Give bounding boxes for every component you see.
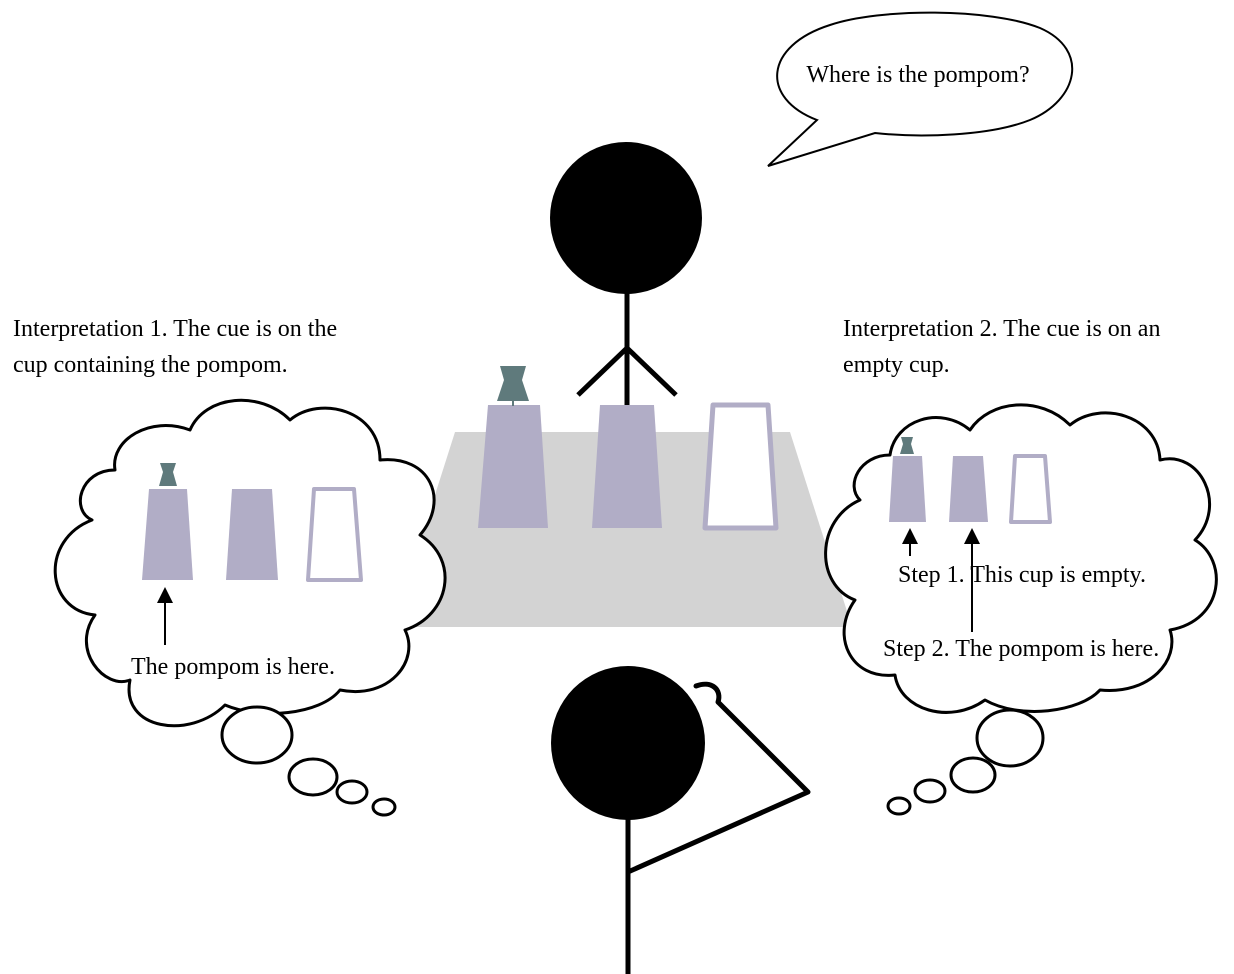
right-step1-label: Step 1. This cup is empty. <box>898 562 1146 588</box>
left-cloud-cup-1 <box>142 489 193 580</box>
interpretation-1-line2: cup containing the pompom. <box>13 352 288 378</box>
interpretation-2-caption: Interpretation 2. The cue is on an empty… <box>843 311 1160 383</box>
right-step2-label: Step 2. The pompom is here. <box>883 636 1159 662</box>
interpretation-1-line1: Interpretation 1. The cue is on the <box>13 316 338 342</box>
child-head <box>551 666 705 820</box>
child-figure <box>551 666 811 974</box>
right-cloud-cup-1 <box>889 456 926 522</box>
left-pompom-label: The pompom is here. <box>131 654 335 680</box>
table-cups <box>478 366 779 531</box>
speech-bubble: Where is the pompom? <box>767 11 1074 167</box>
right-cue-marker-icon <box>900 437 914 454</box>
speech-bubble-text: Where is the pompom? <box>806 62 1029 88</box>
thought-cloud-right: Step 1. This cup is empty. Step 2. The p… <box>824 403 1218 816</box>
cue-marker-icon <box>497 366 529 401</box>
right-cloud-cup-2 <box>949 456 988 522</box>
interpretation-1-caption: Interpretation 1. The cue is on the cup … <box>13 311 337 383</box>
left-cloud-cup-3 <box>306 487 363 582</box>
table-cup-1 <box>478 405 548 528</box>
experimenter-figure <box>550 142 702 405</box>
right-cloud-cup-3 <box>1009 454 1052 524</box>
left-cue-marker-icon <box>159 463 177 486</box>
table-cup-3 <box>702 402 779 531</box>
interpretation-2-line2: empty cup. <box>843 352 950 378</box>
left-cloud-cup-2 <box>226 489 278 580</box>
table-cup-2 <box>592 405 662 528</box>
thought-cloud-left: The pompom is here. <box>53 398 447 817</box>
interpretation-2-line1: Interpretation 2. The cue is on an <box>843 316 1161 342</box>
experimenter-head <box>550 142 702 294</box>
